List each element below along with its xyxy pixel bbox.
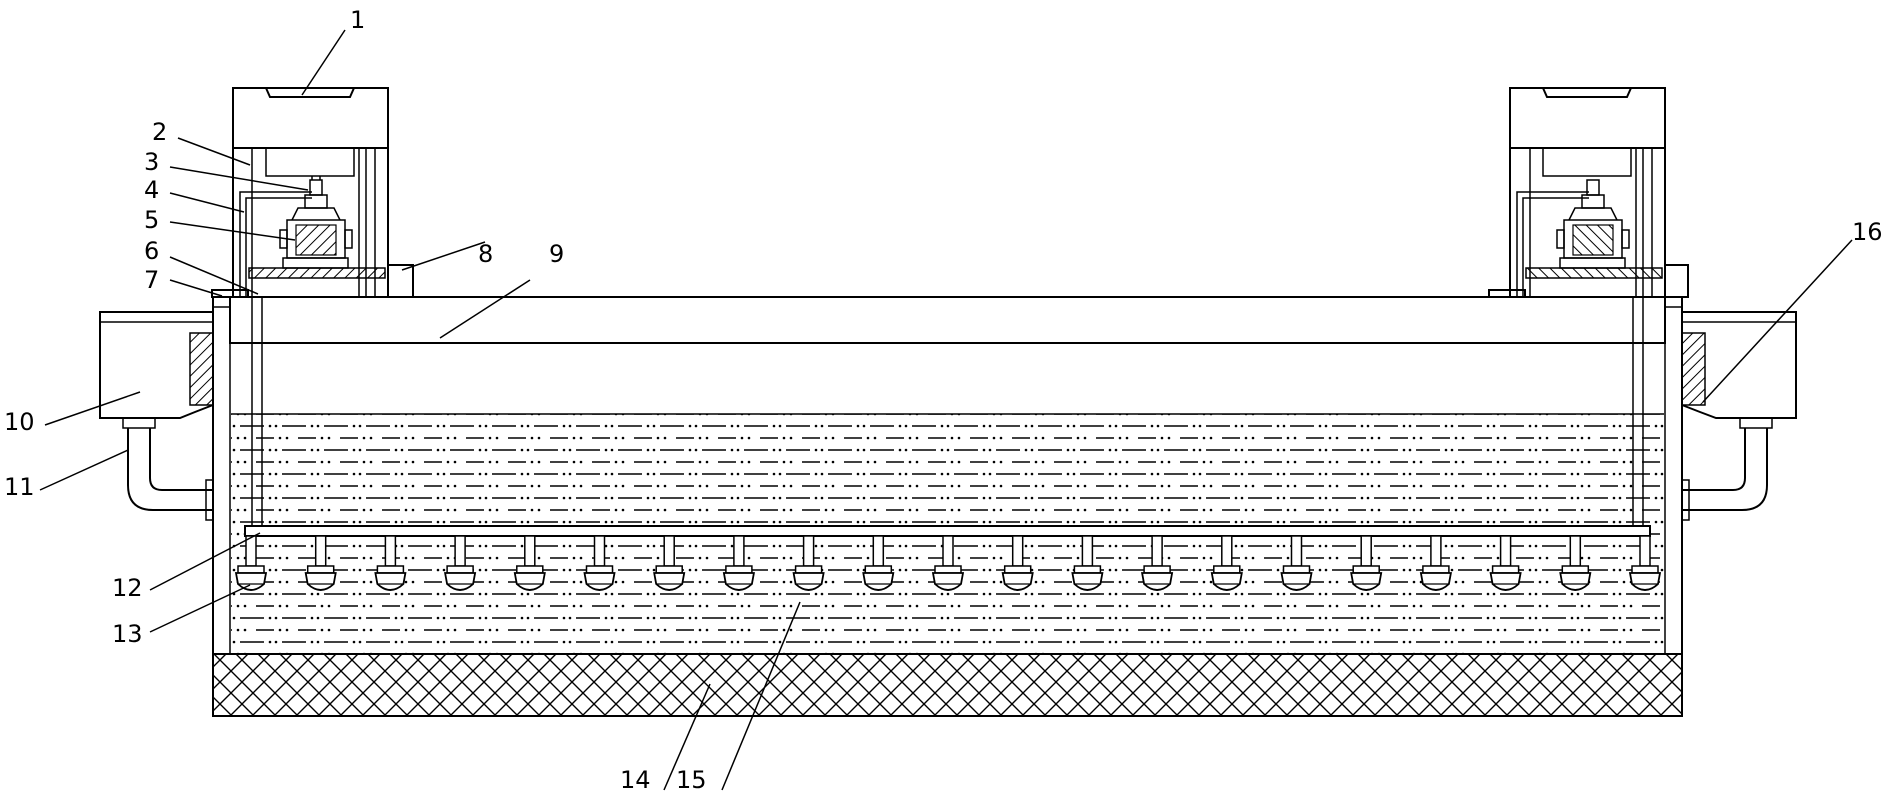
label-5: 5 bbox=[144, 206, 159, 234]
label-14: 14 bbox=[620, 766, 651, 794]
nozzle-row bbox=[234, 535, 1662, 591]
right-side-tank bbox=[1681, 311, 1797, 521]
nozzle bbox=[1141, 535, 1174, 591]
nozzle bbox=[1350, 535, 1383, 591]
nozzle bbox=[583, 535, 616, 591]
label-3: 3 bbox=[144, 148, 159, 176]
right-motor-assembly bbox=[1488, 87, 1689, 298]
label-11: 11 bbox=[4, 473, 35, 501]
top-plate bbox=[229, 296, 1666, 344]
nozzle bbox=[653, 535, 686, 591]
nozzle bbox=[862, 535, 895, 591]
spray-pipe bbox=[244, 525, 1651, 537]
leader-lines bbox=[39, 29, 1853, 791]
label-1: 1 bbox=[350, 6, 365, 34]
nozzle bbox=[234, 535, 268, 591]
label-16: 16 bbox=[1852, 218, 1883, 246]
nozzle bbox=[304, 535, 337, 591]
label-13: 13 bbox=[112, 620, 143, 648]
label-8: 8 bbox=[478, 240, 493, 268]
nozzle bbox=[1628, 535, 1662, 591]
nozzle bbox=[931, 535, 965, 591]
nozzle bbox=[374, 535, 407, 591]
label-15: 15 bbox=[676, 766, 707, 794]
nozzle bbox=[444, 535, 477, 591]
left-motor-assembly bbox=[211, 87, 414, 298]
nozzle bbox=[1489, 535, 1522, 591]
label-12: 12 bbox=[112, 574, 143, 602]
part-labels: 1 2 3 4 5 6 7 8 9 10 11 12 13 14 15 16 bbox=[4, 6, 1883, 794]
nozzle bbox=[1559, 535, 1592, 591]
nozzle bbox=[1071, 535, 1104, 591]
label-9: 9 bbox=[549, 240, 564, 268]
label-6: 6 bbox=[144, 237, 159, 265]
nozzle bbox=[1419, 535, 1452, 591]
label-10: 10 bbox=[4, 408, 35, 436]
nozzle bbox=[1210, 535, 1243, 591]
nozzle bbox=[792, 535, 825, 591]
base-block bbox=[212, 653, 1683, 717]
label-4: 4 bbox=[144, 176, 159, 204]
label-2: 2 bbox=[152, 118, 167, 146]
nozzle bbox=[513, 535, 546, 591]
label-7: 7 bbox=[144, 266, 159, 294]
nozzle bbox=[722, 535, 755, 591]
nozzle bbox=[1001, 535, 1034, 591]
nozzle bbox=[1280, 535, 1313, 591]
left-side-tank bbox=[99, 311, 214, 521]
